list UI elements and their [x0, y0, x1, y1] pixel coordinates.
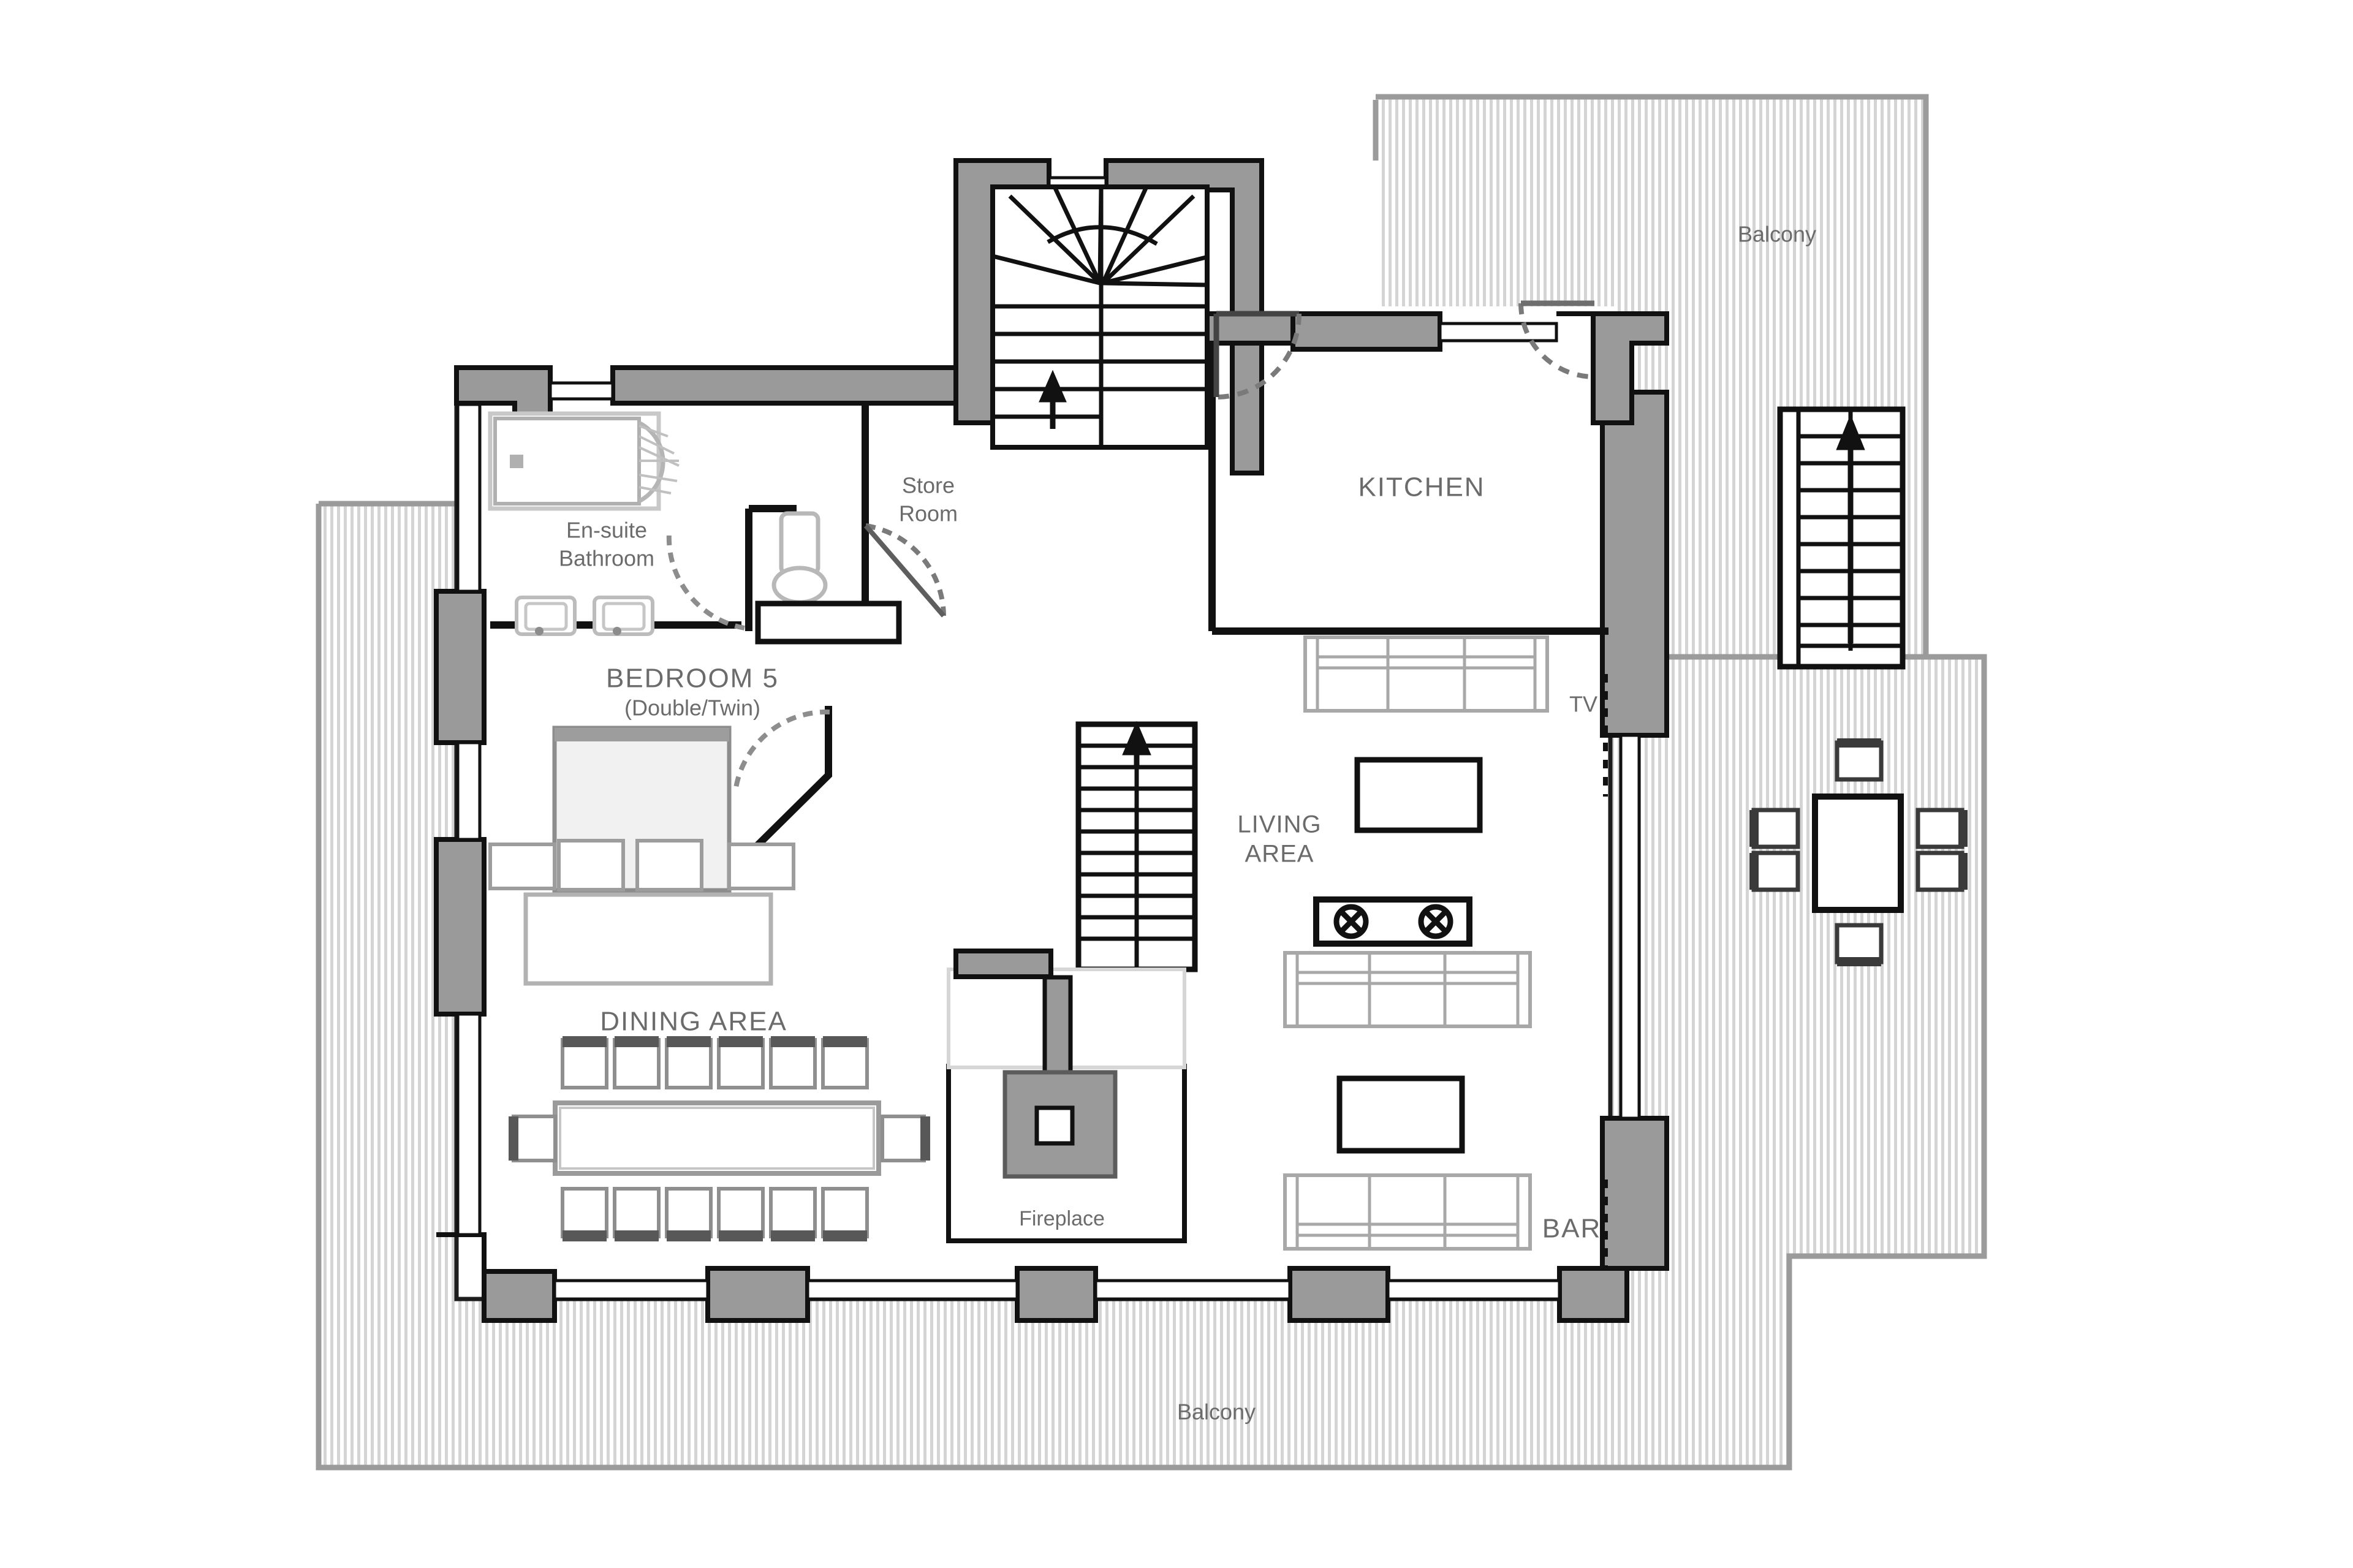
- staircase-external: [1777, 406, 1906, 670]
- vanity-counter: [755, 600, 902, 645]
- fireplace: [946, 949, 1187, 1243]
- glazing-left-1: [456, 403, 482, 593]
- label-bar: BAR: [1542, 1214, 1601, 1244]
- wall-pier-right-2: [1600, 1116, 1669, 1271]
- wash-basin-right: [593, 596, 654, 636]
- label-living-area-2: AREA: [1245, 841, 1314, 868]
- wash-basin-left: [515, 596, 577, 636]
- wall-kitchen-topright: [1556, 311, 1669, 425]
- dining-chair-end-right: [881, 1115, 930, 1162]
- walls: [434, 158, 1669, 1323]
- toilet: [771, 511, 828, 605]
- outdoor-chair-right-2: [1915, 850, 1968, 892]
- label-store-room-2: Room: [899, 501, 958, 526]
- wall-top-horizontal: [610, 365, 958, 406]
- coffee-table-upper: [1354, 757, 1483, 833]
- stair-treads-top: [992, 186, 1207, 447]
- glazing-left-3: [456, 1012, 482, 1237]
- staircase-main-top: [990, 184, 1210, 450]
- wall-pier-bottom-3: [1287, 1266, 1390, 1323]
- stair-direction-arrow-living: [1122, 721, 1151, 766]
- wall-pier-bottom-right: [1557, 1266, 1629, 1323]
- sofa-middle: [1283, 951, 1532, 1028]
- outdoor-chair-left-1: [1749, 808, 1800, 849]
- label-ensuite-2: Bathroom: [559, 546, 654, 571]
- outdoor-chair-bottom: [1835, 923, 1884, 966]
- glazing-bottom-2: [806, 1279, 1019, 1301]
- dining-chairs-bottom: [561, 1187, 869, 1241]
- dining-table: [553, 1100, 881, 1176]
- wall-pier-left-1: [434, 589, 487, 745]
- outdoor-table: [1812, 793, 1904, 913]
- label-balcony-bottom: Balcony: [1177, 1399, 1256, 1425]
- outdoor-chair-top: [1835, 738, 1884, 782]
- label-ensuite-1: En-suite: [566, 518, 647, 543]
- label-store-room-1: Store: [902, 473, 955, 498]
- glazing-bottom-4: [1386, 1279, 1561, 1301]
- outdoor-chair-left-2: [1749, 850, 1800, 892]
- label-balcony-top: Balcony: [1738, 222, 1816, 247]
- wall-pier-right-1: [1600, 390, 1669, 738]
- outdoor-chair-right-1: [1915, 808, 1968, 849]
- bed: [552, 725, 732, 893]
- stair-direction-arrow-top: [1039, 369, 1067, 429]
- sofa-top: [1303, 635, 1549, 713]
- bedside-table-left: [488, 843, 556, 890]
- dining-chair-end-left: [509, 1115, 557, 1162]
- coffee-table-lower: [1336, 1075, 1465, 1154]
- sofa-bottom: [1283, 1173, 1532, 1251]
- room-labels: Balcony KITCHEN Store Room En-suite Bath…: [559, 222, 1816, 1425]
- label-living-area-1: LIVING: [1237, 811, 1321, 838]
- wall-pier-left-2: [434, 837, 487, 1017]
- label-bedroom5-sub: (Double/Twin): [624, 695, 760, 721]
- glazing-bottom-1: [553, 1279, 710, 1301]
- bedside-table-right: [727, 843, 795, 890]
- label-dining-area: DINING AREA: [600, 1007, 787, 1037]
- label-bedroom5: BEDROOM 5: [606, 664, 779, 694]
- wall-kitchen-top: [1290, 311, 1442, 352]
- dining-chairs-top: [561, 1036, 869, 1089]
- glazing-kitchen-top: [1438, 322, 1558, 343]
- label-kitchen: KITCHEN: [1358, 472, 1485, 502]
- wall-pier-bottom-2: [1015, 1266, 1098, 1323]
- glazing-left-2: [456, 741, 482, 841]
- hob: [1313, 896, 1472, 947]
- staircase-living: [1075, 721, 1198, 972]
- door-swings: [666, 300, 1608, 1268]
- bathtub: [488, 411, 680, 511]
- rug-bedroom: [523, 892, 773, 986]
- wall-pier-bottom-1: [705, 1266, 810, 1323]
- glazing-top-left: [548, 381, 615, 401]
- label-fireplace: Fireplace: [1019, 1207, 1105, 1230]
- label-tv: TV: [1569, 692, 1597, 717]
- glazing-right-1: [1619, 733, 1641, 1120]
- stair-direction-arrow-external: [1836, 414, 1865, 643]
- glazing-bottom-3: [1094, 1279, 1292, 1301]
